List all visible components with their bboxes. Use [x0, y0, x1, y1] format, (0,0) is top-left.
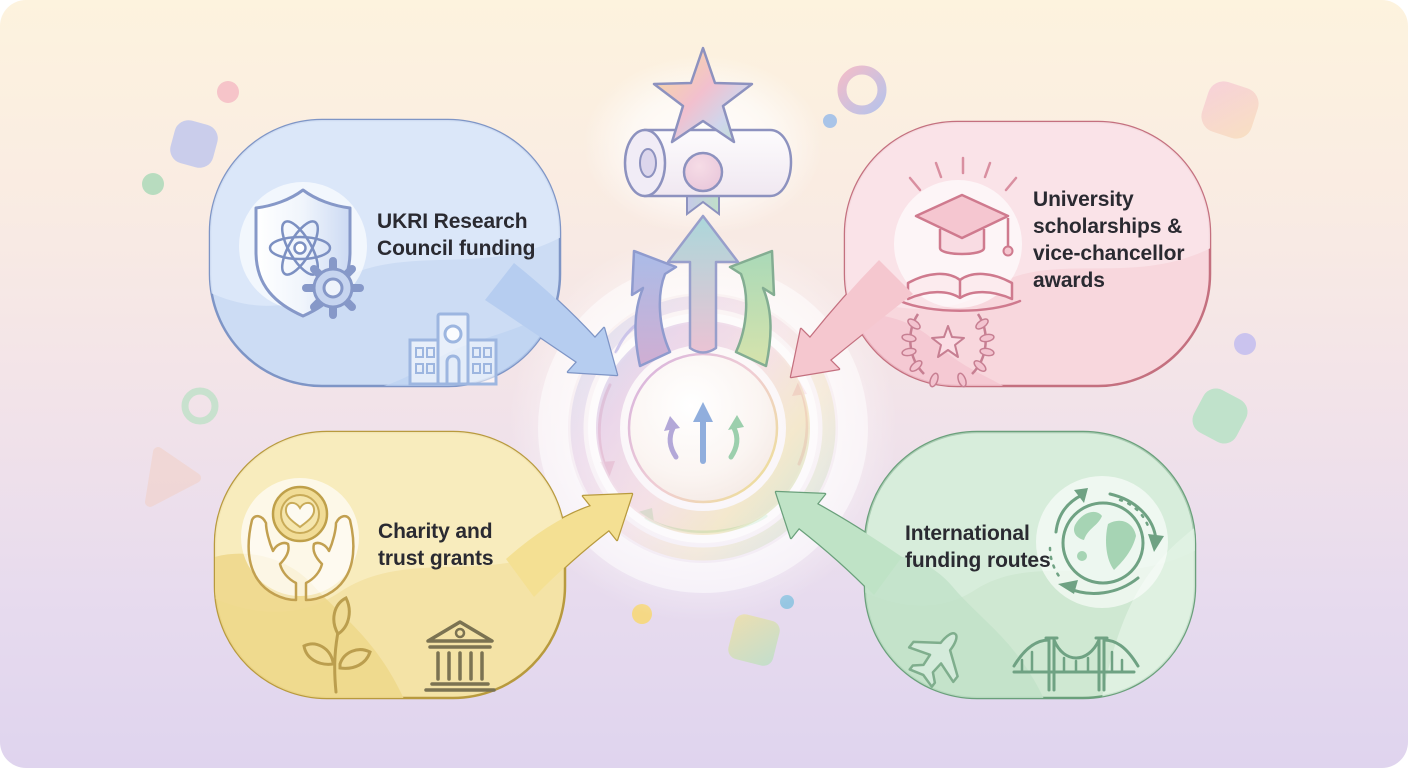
- award-star-icon: [652, 46, 754, 144]
- branching-arrows-icon: [630, 214, 776, 368]
- gear-icon: [302, 257, 364, 319]
- hands-heart-coin-icon: [247, 485, 355, 602]
- suspension-bridge-icon: [1012, 636, 1140, 692]
- laurel-wreath-star-icon: [901, 313, 995, 388]
- rosette-seal: [682, 151, 724, 193]
- deco-ring-gradient: [837, 65, 887, 115]
- deco-square-pink: [1201, 81, 1259, 139]
- node-ukri: [208, 118, 562, 388]
- university-building-icon: [408, 312, 498, 386]
- deco-square-yellow-green: [728, 614, 780, 666]
- diploma-scroll-icon: [623, 128, 793, 216]
- airplane-icon: [907, 632, 959, 688]
- node-label-international: International funding routes: [905, 522, 1051, 572]
- deco-dot-purple: [1234, 333, 1256, 355]
- node-label-ukri: UKRI Research Council funding: [377, 210, 536, 260]
- growth-arrows-icon: [664, 402, 744, 464]
- background-decorations: [142, 65, 1259, 666]
- graduation-cap-book-icon: [898, 193, 1022, 312]
- deco-triangle-peach: [145, 447, 201, 507]
- deco-dot-green: [142, 173, 164, 195]
- node-charity: [213, 430, 567, 700]
- deco-dot-pink: [217, 81, 239, 103]
- sun-rays-icon: [908, 156, 1018, 192]
- connector-arrows-overlay: [485, 260, 913, 597]
- node-international: [863, 430, 1197, 700]
- node-label-scholarships: University scholarships & vice-chancello…: [1033, 188, 1185, 292]
- deco-ring-green: [181, 387, 219, 425]
- globe-routes-icon: [1048, 488, 1164, 595]
- bank-icon: [424, 620, 496, 692]
- deco-square-blue: [170, 120, 218, 168]
- node-label-charity: Charity and trust grants: [378, 520, 494, 570]
- deco-square-green: [1192, 388, 1248, 444]
- sprout-icon: [302, 595, 372, 694]
- node-scholarships: [843, 120, 1212, 388]
- deco-dot-blue: [823, 114, 837, 128]
